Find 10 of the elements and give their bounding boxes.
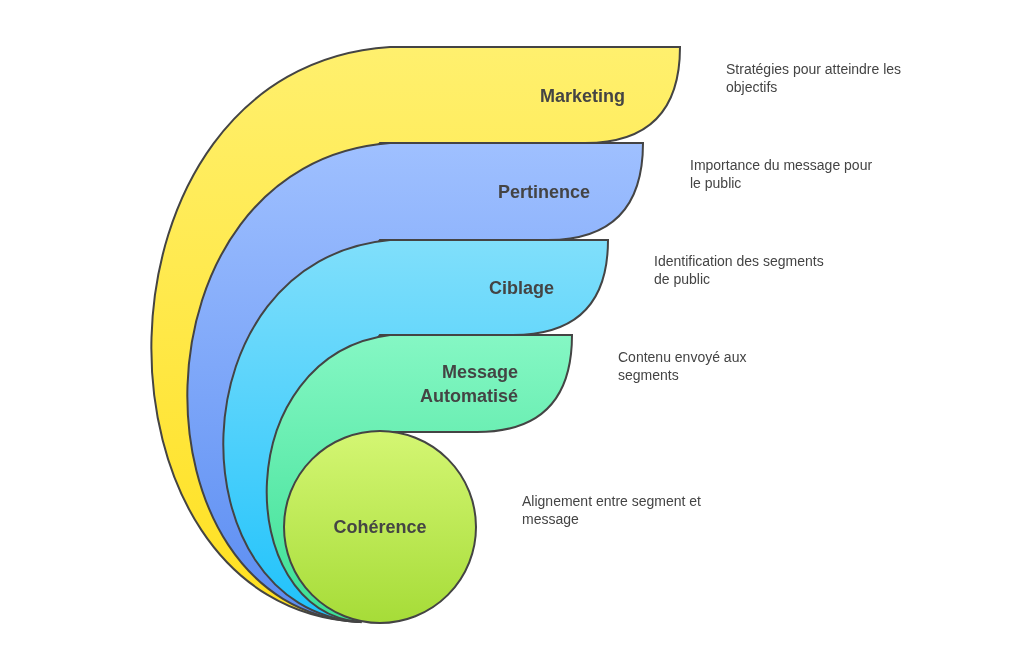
description-text: Stratégies pour atteindre les objectifs — [726, 60, 903, 96]
band-label: Cohérence — [332, 516, 428, 539]
band-label: Pertinence — [496, 181, 590, 204]
description-text: Identification des segments de public — [654, 252, 825, 288]
band-label: Marketing — [538, 85, 625, 108]
description-text: Contenu envoyé aux segments — [618, 348, 748, 384]
band-label: Message Automatisé — [419, 361, 518, 408]
description-text: Alignement entre segment et message — [522, 492, 702, 528]
band-label: Ciblage — [488, 277, 554, 300]
description-text: Importance du message pour le public — [690, 156, 874, 192]
